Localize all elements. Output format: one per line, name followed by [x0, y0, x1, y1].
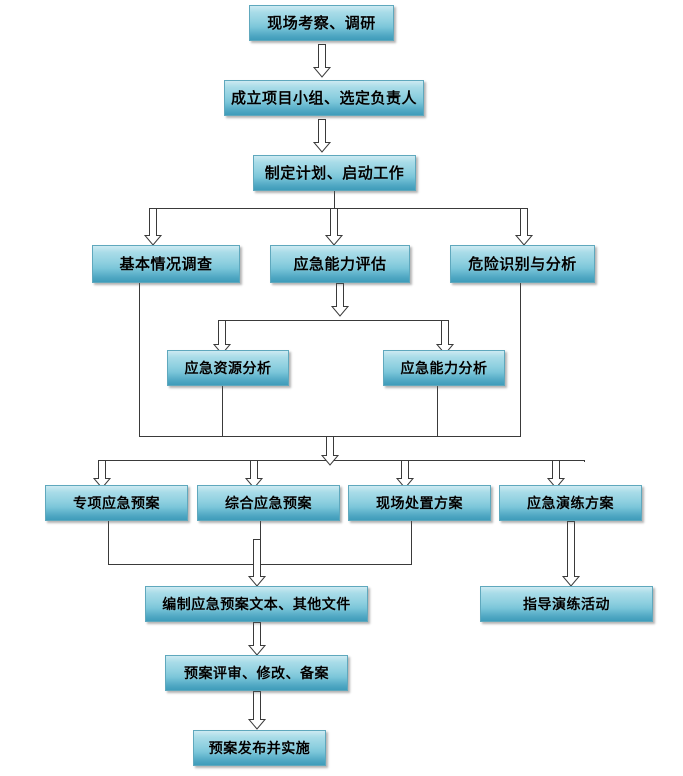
arrow-bus-to-n4: [143, 208, 163, 246]
connector-n3-down: [334, 191, 335, 209]
arrow-n2-to-n3: [312, 119, 332, 153]
node-emergency-drill-plan[interactable]: 应急演练方案: [499, 485, 642, 521]
node-special-emergency-plan[interactable]: 专项应急预案: [45, 485, 188, 521]
arrow-bus-to-n6: [514, 208, 534, 246]
node-label: 现场处置方案: [376, 495, 463, 511]
bus-plans-right-cap: [584, 460, 585, 462]
node-compile-plan-text-documents[interactable]: 编制应急预案文本、其他文件: [145, 586, 368, 622]
node-label: 应急能力分析: [400, 360, 488, 376]
node-label: 应急演练方案: [527, 495, 614, 511]
arrow-bus-to-n7: [212, 320, 232, 355]
node-plan-release-implement[interactable]: 预案发布并实施: [193, 730, 326, 766]
arrow-merge1-down: [320, 436, 340, 466]
line-n8-to-merge1: [437, 386, 438, 437]
arrow-bus-to-n11: [395, 460, 415, 489]
node-label: 应急资源分析: [184, 360, 272, 376]
arrow-bus-to-n9: [92, 460, 112, 489]
node-label: 预案发布并实施: [208, 740, 311, 756]
arrow-merge2-to-n13: [247, 539, 267, 587]
node-label: 综合应急预案: [225, 495, 312, 511]
node-make-plan-start-work[interactable]: 制定计划、启动工作: [253, 155, 416, 191]
node-label: 指导演练活动: [523, 596, 610, 612]
arrow-bus-to-n8: [435, 320, 455, 355]
arrow-n13-to-n15: [247, 622, 267, 656]
line-n11-to-merge2: [411, 521, 412, 565]
node-label: 基本情况调查: [119, 255, 213, 273]
arrow-bus-to-n12: [546, 460, 566, 489]
arrow-n1-to-n2: [312, 44, 332, 78]
node-on-site-disposal-plan[interactable]: 现场处置方案: [348, 485, 491, 521]
node-comprehensive-emergency-plan[interactable]: 综合应急预案: [197, 485, 340, 521]
arrow-n15-to-n16: [247, 691, 267, 730]
node-emergency-capability-analysis[interactable]: 应急能力分析: [383, 350, 505, 386]
node-guide-drill-activities[interactable]: 指导演练活动: [480, 586, 653, 622]
bus-analysis: [221, 320, 444, 321]
arrow-bus-to-n10: [244, 460, 264, 489]
node-label: 制定计划、启动工作: [264, 164, 405, 182]
node-basic-situation-survey[interactable]: 基本情况调查: [92, 245, 240, 283]
node-emergency-capability-assessment[interactable]: 应急能力评估: [270, 245, 410, 283]
node-label: 编制应急预案文本、其他文件: [162, 596, 351, 612]
node-form-project-team[interactable]: 成立项目小组、选定负责人: [224, 80, 424, 116]
arrow-n12-to-n14: [561, 521, 581, 587]
line-n6-to-merge1: [520, 283, 521, 437]
node-label: 应急能力评估: [293, 255, 387, 273]
node-hazard-identification-analysis[interactable]: 危险识别与分析: [450, 245, 595, 283]
node-label: 危险识别与分析: [468, 255, 577, 273]
node-label: 预案评审、修改、备案: [184, 665, 329, 681]
node-label: 现场考察、调研: [267, 14, 376, 32]
node-label: 成立项目小组、选定负责人: [230, 89, 417, 107]
line-n4-to-merge1: [139, 283, 140, 437]
node-label: 专项应急预案: [73, 495, 160, 511]
arrow-n5-down: [330, 283, 350, 317]
line-n9-to-merge2: [108, 521, 109, 565]
node-plan-review-revise-record[interactable]: 预案评审、修改、备案: [165, 655, 348, 691]
bus-plans: [101, 460, 584, 461]
arrow-bus-to-n5: [324, 208, 344, 246]
node-site-survey[interactable]: 现场考察、调研: [249, 5, 394, 41]
node-emergency-resource-analysis[interactable]: 应急资源分析: [167, 350, 289, 386]
line-n7-to-merge1: [222, 386, 223, 437]
